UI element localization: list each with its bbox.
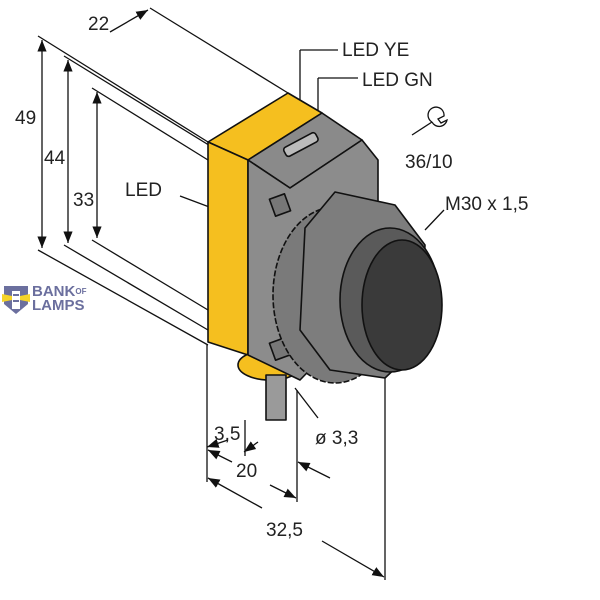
logo-text-lamps: LAMPS xyxy=(32,297,85,314)
label-led-ye: LED YE xyxy=(342,40,409,61)
label-led: LED xyxy=(125,180,162,201)
bank-of-lamps-logo: BANKOF LAMPS xyxy=(2,282,86,316)
lighthouse-icon xyxy=(2,286,30,314)
dimension-lines xyxy=(37,9,445,578)
dim-22: 22 xyxy=(88,14,109,35)
label-thread: M30 x 1,5 xyxy=(445,194,528,215)
housing-side xyxy=(207,141,249,356)
dim-20: 20 xyxy=(236,461,257,482)
cable xyxy=(265,374,287,421)
dim-cable-diameter: ø 3,3 xyxy=(315,428,358,449)
led-window xyxy=(282,131,319,158)
label-led-gn: LED GN xyxy=(362,70,433,91)
dim-3-5: 3,5 xyxy=(214,424,240,445)
wrench-icon xyxy=(411,106,448,136)
extension-lines xyxy=(37,7,386,580)
dim-33: 33 xyxy=(73,190,94,211)
dim-49: 49 xyxy=(15,108,36,129)
logo-text-bank: BANK xyxy=(32,283,76,300)
dim-44: 44 xyxy=(44,148,66,169)
mount-screw-top xyxy=(268,193,292,217)
sensor-body xyxy=(207,92,443,421)
label-wrench-size: 36/10 xyxy=(405,152,453,173)
dim-32-5: 32,5 xyxy=(266,520,303,541)
logo-text-of: OF xyxy=(75,287,87,296)
lens xyxy=(361,239,443,371)
